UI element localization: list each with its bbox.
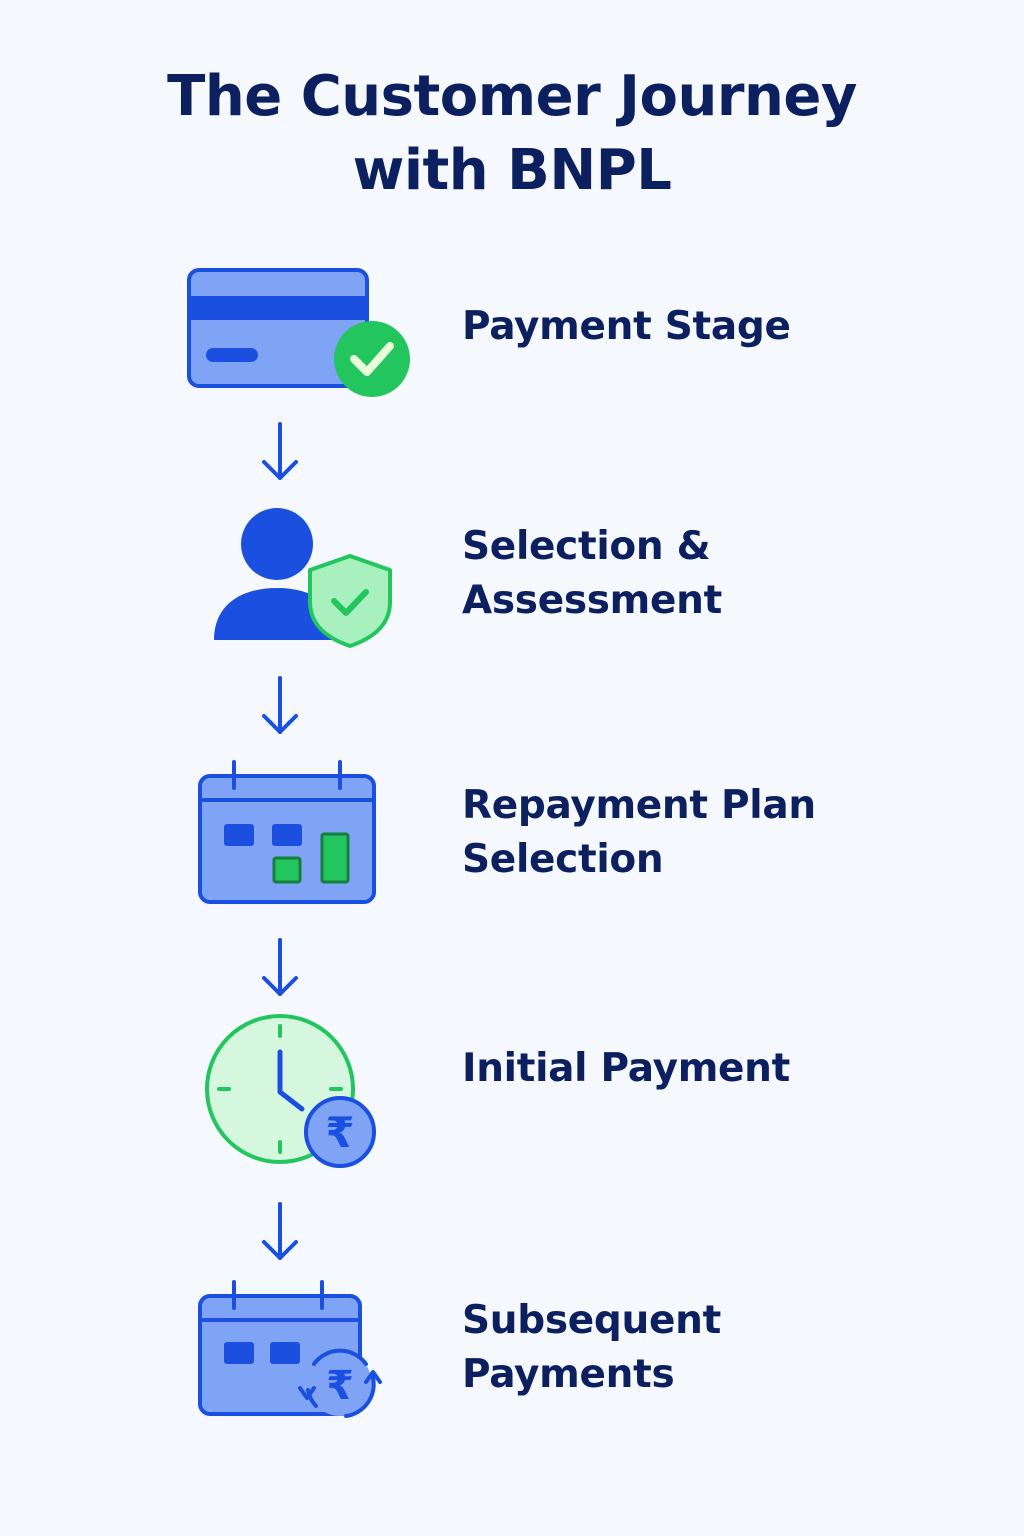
calendar-rupee-cycle-icon: ₹: [198, 1280, 382, 1418]
step-label: Repayment Plan Selection: [462, 779, 816, 887]
page-title: The Customer Journey with BNPL: [0, 60, 1024, 208]
arrow-down-icon: [262, 1202, 298, 1260]
step-label: Selection & Assessment: [462, 520, 722, 628]
svg-text:₹: ₹: [326, 1363, 354, 1409]
credit-card-check-icon: [187, 268, 410, 397]
svg-text:₹: ₹: [325, 1108, 354, 1157]
title-line-2: with BNPL: [352, 138, 672, 203]
step-label: Payment Stage: [462, 300, 791, 354]
arrow-down-icon: [262, 938, 298, 996]
step-label-line: Payment Stage: [462, 304, 791, 349]
step-label-line: Initial Payment: [462, 1046, 790, 1091]
step-label: Subsequent Payments: [462, 1294, 721, 1402]
step-label-line: Selection &: [462, 524, 711, 569]
step-label: Initial Payment: [462, 1042, 790, 1096]
step-label-line: Subsequent: [462, 1298, 721, 1343]
step-label-line: Payments: [462, 1352, 675, 1397]
arrow-down-icon: [262, 676, 298, 734]
step-label-line: Selection: [462, 837, 664, 882]
step-label-line: Assessment: [462, 578, 722, 623]
step-label-line: Repayment Plan: [462, 783, 816, 828]
clock-rupee-icon: ₹: [205, 1014, 376, 1168]
title-line-1: The Customer Journey: [167, 64, 857, 129]
user-shield-icon: [214, 508, 392, 648]
arrow-down-icon: [262, 422, 298, 480]
calendar-plan-icon: [198, 760, 376, 904]
